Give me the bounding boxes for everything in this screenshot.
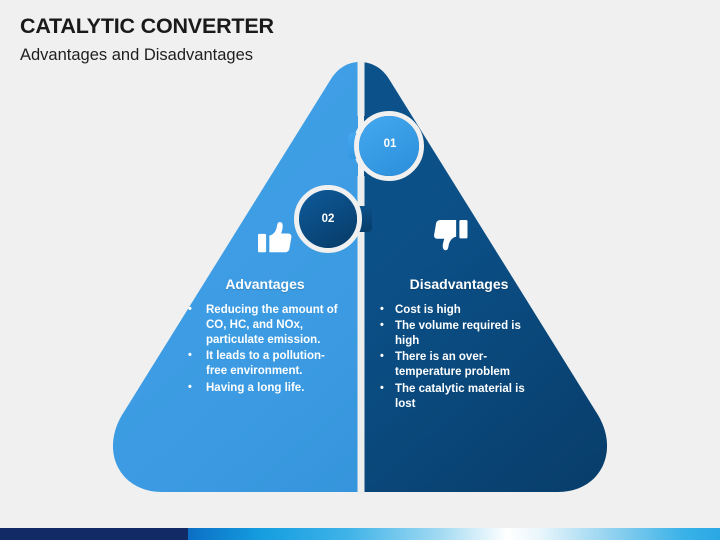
knob-02-label: 02 <box>321 213 335 225</box>
thumbs-down-icon <box>434 220 468 251</box>
disadvantages-list: Cost is high The volume required is high… <box>378 302 540 412</box>
knob-01-label: 01 <box>383 138 397 150</box>
list-item: The catalytic material is lost <box>378 381 540 412</box>
list-item: Having a long life. <box>186 380 344 396</box>
half-divider <box>357 60 365 494</box>
list-item: The volume required is high <box>378 318 540 349</box>
list-item: It leads to a pollution-free environment… <box>186 348 344 379</box>
thumbs-up-icon <box>258 222 292 253</box>
advantages-panel: Advantages Reducing the amount of CO, HC… <box>186 276 344 397</box>
advantages-list: Reducing the amount of CO, HC, and NOx, … <box>186 302 344 396</box>
list-item: There is an over-temperature problem <box>378 349 540 380</box>
slide-header: CATALYTIC CONVERTER Advantages and Disad… <box>20 14 620 65</box>
footer-bar-navy-segment <box>0 528 188 540</box>
slide-footer-bar <box>0 528 720 540</box>
disadvantages-heading: Disadvantages <box>409 276 509 292</box>
list-item: Cost is high <box>378 302 540 318</box>
advantages-heading: Advantages <box>225 276 305 292</box>
list-item: Reducing the amount of CO, HC, and NOx, … <box>186 302 344 349</box>
page-subtitle: Advantages and Disadvantages <box>20 45 253 64</box>
footer-bar-gradient-segment <box>188 528 720 540</box>
disadvantages-panel: Disadvantages Cost is high The volume re… <box>378 276 540 413</box>
page-title: CATALYTIC CONVERTER <box>20 14 274 38</box>
